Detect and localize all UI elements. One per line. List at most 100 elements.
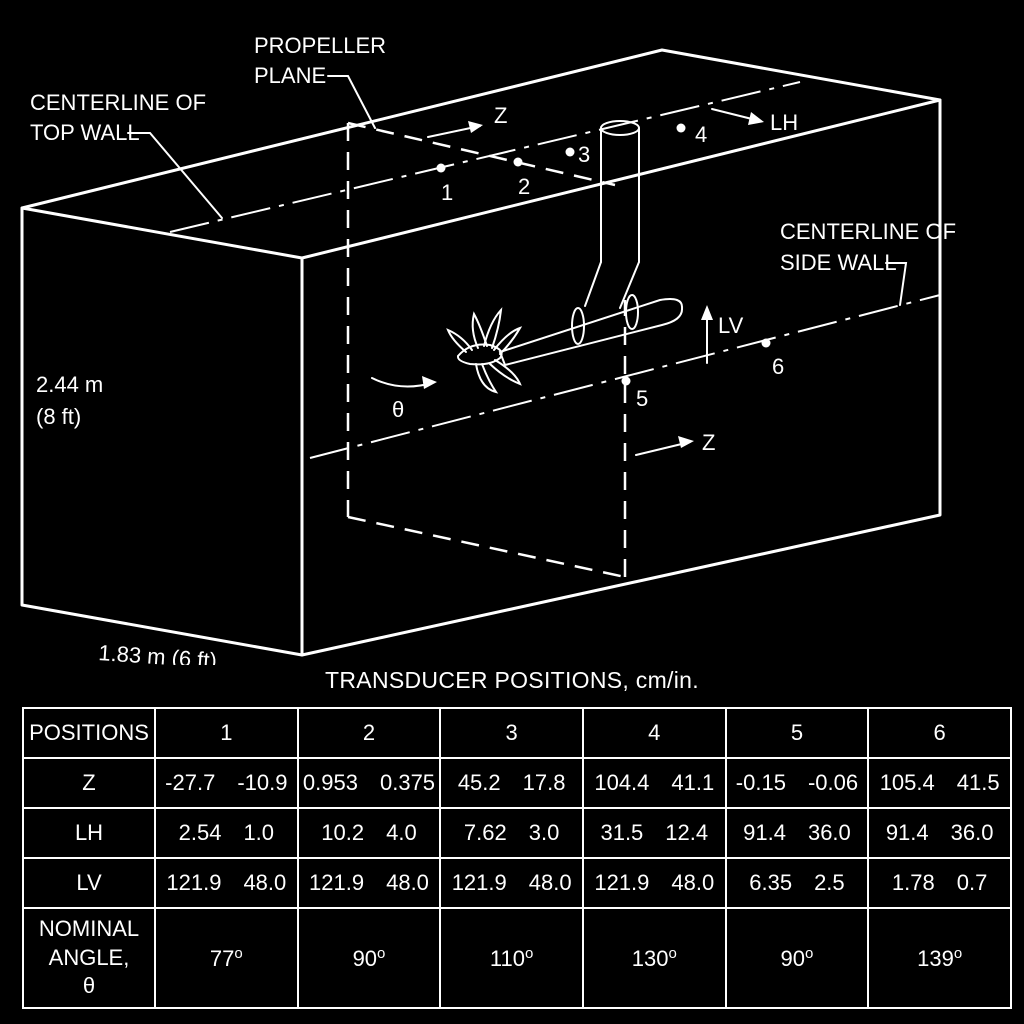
height-label-ft: (8 ft) xyxy=(36,404,81,429)
transducer-point-6 xyxy=(761,338,771,348)
table-cell: 31.5 12.4 xyxy=(581,807,727,859)
positions-header: POSITIONS xyxy=(22,707,156,759)
transducer-point-5 xyxy=(621,376,631,386)
in-value: 0.7 xyxy=(956,870,988,895)
theta-arrow xyxy=(371,376,437,389)
transducer-point-1 xyxy=(436,163,446,173)
column-header: 2 xyxy=(296,707,442,759)
table-cell: 121.9 48.0 xyxy=(154,857,299,909)
lv-axis-label: LV xyxy=(718,313,744,338)
side-wall-centerline xyxy=(309,294,941,459)
cm-value: 121.9 xyxy=(594,870,650,895)
side-wall-leader xyxy=(885,262,908,306)
in-value: 1.0 xyxy=(243,820,275,845)
cm-value: 1.78 xyxy=(891,870,935,895)
row-label: LV xyxy=(22,857,156,909)
transducer-point-3 xyxy=(565,147,575,157)
angle-header-line-2: ANGLE, xyxy=(48,944,130,970)
top-wall-label-1: CENTERLINE OF xyxy=(30,90,206,115)
in-value: 17.8 xyxy=(522,770,566,795)
angle-cell: 130o xyxy=(581,907,727,1009)
angle-header-line-1: NOMINAL xyxy=(38,916,140,942)
cm-value: 91.4 xyxy=(743,820,786,845)
header-row: POSITIONS 1 2 3 4 5 6 xyxy=(22,707,1012,759)
table-cell: 105.4 41.5 xyxy=(867,757,1012,809)
point-label-3: 3 xyxy=(578,142,590,167)
angle-cell: 77o xyxy=(154,907,299,1009)
cm-value: 6.35 xyxy=(749,870,793,895)
in-value: 41.1 xyxy=(671,770,715,795)
row-label: Z xyxy=(22,757,156,809)
propeller xyxy=(446,307,523,394)
propeller-plane xyxy=(346,121,627,579)
cm-value: 10.2 xyxy=(321,820,365,845)
cm-value: 105.4 xyxy=(879,770,935,795)
in-value: 41.5 xyxy=(956,770,1000,795)
lh-axis-arrow xyxy=(711,108,764,125)
angle-cell: 139o xyxy=(867,907,1012,1009)
column-header: 3 xyxy=(439,707,584,759)
z-axis-label-top: Z xyxy=(494,103,507,128)
cm-value: 2.54 xyxy=(178,820,222,845)
theta-label: θ xyxy=(392,397,404,422)
cm-value: 0.953 xyxy=(302,770,358,795)
degree-symbol: o xyxy=(377,944,386,962)
in-value: 0.375 xyxy=(379,770,436,795)
angle-cell: 90o xyxy=(724,907,870,1009)
angle-value: 139 xyxy=(917,945,954,971)
cm-value: 121.9 xyxy=(166,870,222,895)
cm-value: 91.4 xyxy=(885,820,929,845)
propeller-plane-leader xyxy=(327,75,376,129)
cm-value: -0.15 xyxy=(735,770,786,795)
point-label-2: 2 xyxy=(518,174,530,199)
z-axis-arrow-top xyxy=(427,121,483,138)
transducer-point-2 xyxy=(513,157,523,167)
top-wall-label-2: TOP WALL xyxy=(30,120,140,145)
cm-value: 104.4 xyxy=(594,770,650,795)
point-label-6: 6 xyxy=(772,354,784,379)
table-cell: 104.4 41.1 xyxy=(581,757,727,809)
in-value: 48.0 xyxy=(671,870,715,895)
in-value: -0.06 xyxy=(807,770,859,795)
column-header: 5 xyxy=(724,707,870,759)
cm-value: 7.62 xyxy=(463,820,507,845)
in-value: 48.0 xyxy=(243,870,287,895)
angle-value: 90 xyxy=(352,945,378,971)
angle-value: 90 xyxy=(780,945,806,971)
cm-value: -27.7 xyxy=(165,770,216,795)
row-label: LH xyxy=(22,807,156,859)
angle-value: 130 xyxy=(631,945,669,971)
table-cell: 0.953 0.375 xyxy=(296,757,442,809)
side-wall-label-2: SIDE WALL xyxy=(780,250,897,275)
table-cell: -0.15 -0.06 xyxy=(724,757,870,809)
table-row-z: Z -27.7 -10.9 0.953 0.375 45.2 17.8 104.4 41… xyxy=(22,757,1012,809)
point-label-5: 5 xyxy=(636,386,648,411)
lh-axis-label: LH xyxy=(770,110,798,135)
angle-header-line-3: θ xyxy=(82,973,96,999)
table-cell: -27.7 -10.9 xyxy=(154,757,299,809)
cm-value: 31.5 xyxy=(600,820,644,845)
lv-axis-arrow xyxy=(701,305,713,364)
model-strut xyxy=(584,120,640,309)
in-value: 12.4 xyxy=(665,820,709,845)
in-value: -10.9 xyxy=(237,770,288,795)
in-value: 36.0 xyxy=(807,820,851,845)
in-value: 4.0 xyxy=(386,820,417,845)
point-label-4: 4 xyxy=(695,122,707,147)
width-label: 1.83 m (6 ft) xyxy=(98,640,218,665)
in-value: 2.5 xyxy=(814,870,845,895)
table-cell: 2.54 1.0 xyxy=(154,807,299,859)
angle-value: 77 xyxy=(209,945,235,971)
cm-value: 121.9 xyxy=(451,870,507,895)
table-cell: 121.9 48.0 xyxy=(581,857,727,909)
test-section-box xyxy=(20,48,942,657)
propeller-plane-label-1: PROPELLER xyxy=(254,33,386,58)
model-body xyxy=(498,294,684,367)
cm-value: 45.2 xyxy=(457,770,501,795)
